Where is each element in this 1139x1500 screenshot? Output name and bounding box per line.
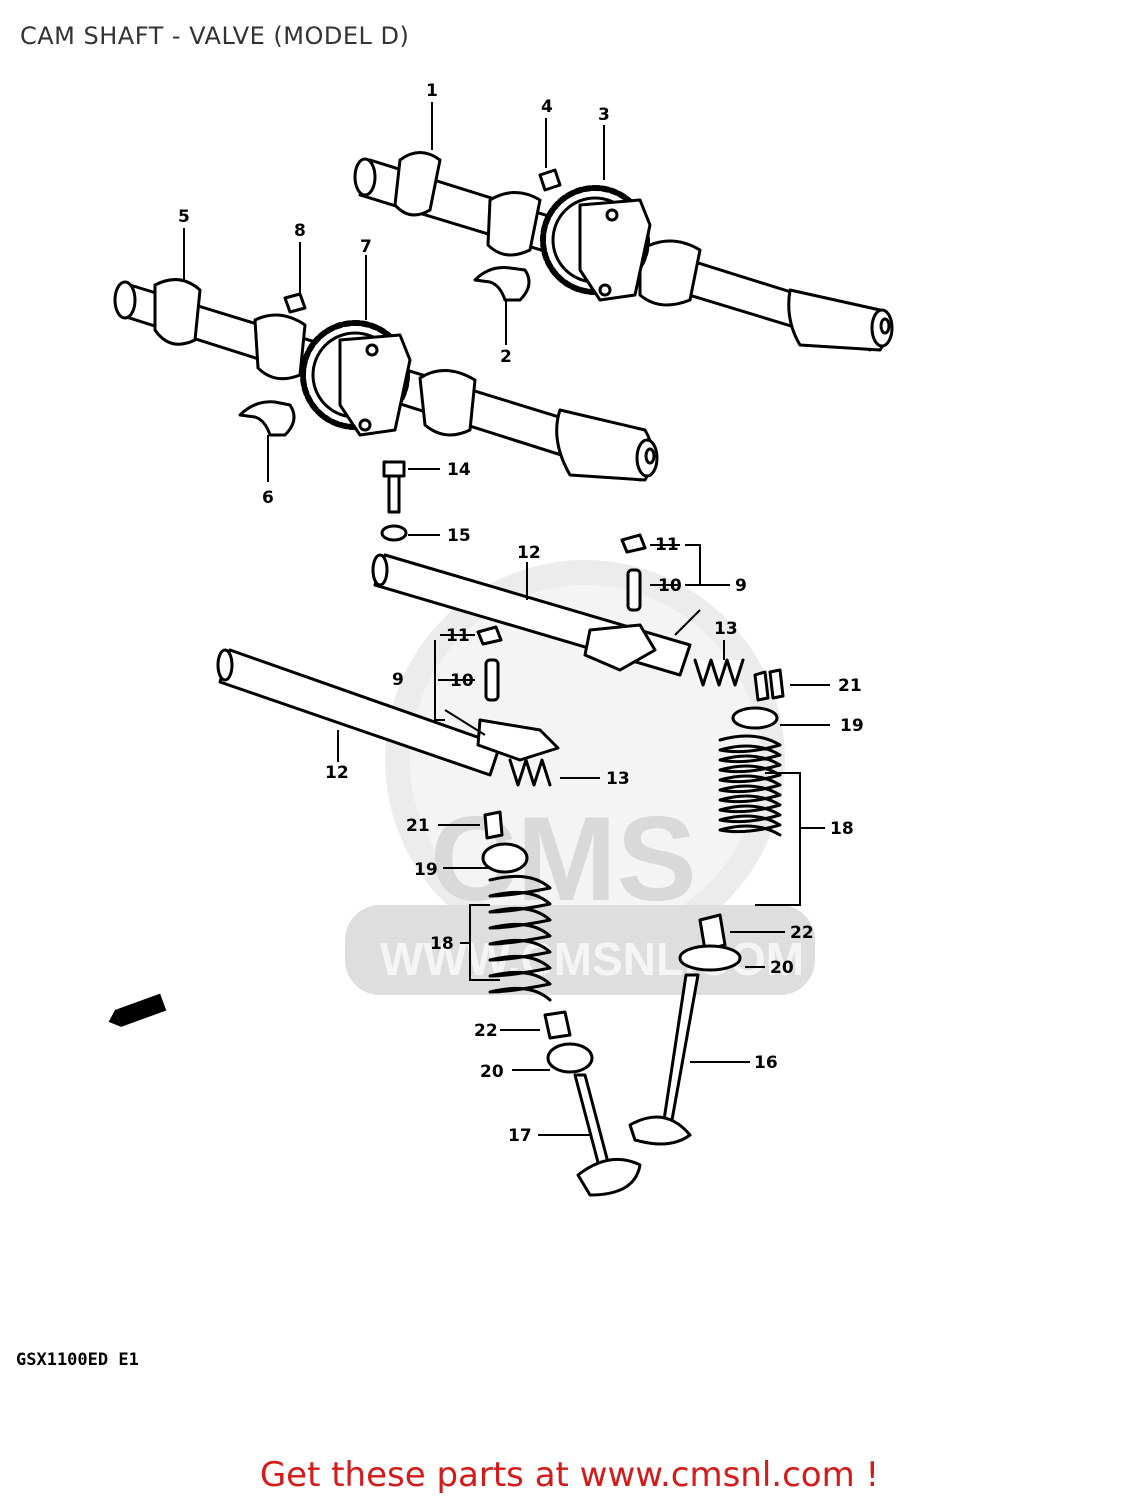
bolt-8: [283, 292, 307, 314]
adjuster-screw-upper: [626, 568, 642, 612]
callout-19-left: 19: [414, 860, 438, 880]
callout-16: 16: [754, 1053, 778, 1073]
spring-retainer-right: [731, 706, 779, 730]
callout-18-left: 18: [430, 934, 454, 954]
watermark-brand: CMS: [430, 792, 697, 926]
rocker-shaft-upper: [371, 553, 692, 677]
valve-spring-left: [488, 874, 552, 1002]
callout-9-lower: 9: [392, 670, 404, 690]
callout-5: 5: [178, 207, 190, 227]
callout-2: 2: [500, 347, 512, 367]
callout-10-lower: 10: [450, 671, 474, 691]
locknut-upper: [620, 533, 647, 554]
leader-lines: [183, 102, 830, 1136]
cam-sprocket-lower: [300, 320, 412, 437]
valve-cotter-right: [753, 668, 785, 702]
callout-8: 8: [294, 221, 306, 241]
callout-21-right: 21: [838, 676, 862, 696]
valve-16: [628, 973, 700, 1146]
callout-12-lower: 12: [325, 763, 349, 783]
callout-9-upper: 9: [735, 576, 747, 596]
valve-spring-right: [718, 734, 782, 837]
valve-cotter-left: [483, 810, 504, 840]
callout-6: 6: [262, 488, 274, 508]
clamp-2: [473, 266, 531, 302]
callout-15: 15: [447, 526, 471, 546]
cam-sprocket-upper: [540, 185, 652, 302]
callout-1: 1: [426, 81, 438, 101]
callout-17: 17: [508, 1126, 532, 1146]
callout-20-left: 20: [480, 1062, 504, 1082]
callout-13-lower: 13: [606, 769, 630, 789]
cta-banner: Get these parts at www.cmsnl.com !: [0, 1455, 1139, 1495]
rocker-shaft-lower: [216, 648, 560, 777]
locknut-lower: [476, 625, 503, 646]
callout-3: 3: [598, 105, 610, 125]
front-arrow-icon: [108, 993, 167, 1027]
callout-labels: 1 2 3 4 5 6 7 8 9 9 10 10 11 11 12 12 13…: [178, 81, 864, 1146]
callout-18-right: 18: [830, 819, 854, 839]
callout-7: 7: [360, 237, 372, 257]
page-title: CAM SHAFT - VALVE (MODEL D): [20, 22, 410, 50]
valve-seal-right: [698, 913, 727, 952]
rocker-spring-lower: [508, 758, 552, 787]
valve-seal-left: [543, 1010, 572, 1040]
model-code: GSX1100ED E1: [16, 1350, 139, 1370]
callout-20-right: 20: [770, 958, 794, 978]
callout-10-upper: 10: [658, 576, 682, 596]
callout-11-upper: 11: [655, 535, 679, 555]
bolt-14: [382, 460, 406, 514]
spring-seat-left: [546, 1042, 594, 1074]
callout-14: 14: [447, 460, 471, 480]
washer-15: [380, 524, 408, 542]
callout-22-left: 22: [474, 1021, 498, 1041]
callout-11-lower: 11: [446, 626, 470, 646]
adjuster-screw-lower: [484, 658, 500, 702]
rocker-spring-upper: [693, 658, 745, 687]
cta-link[interactable]: Get these parts at www.cmsnl.com !: [259, 1455, 880, 1495]
bolt-4: [538, 168, 562, 192]
valve-17: [573, 1073, 642, 1197]
callout-4: 4: [541, 97, 553, 117]
clamp-6: [238, 400, 296, 437]
spring-retainer-left: [481, 842, 529, 874]
spring-seat-right: [678, 944, 742, 972]
callout-19-right: 19: [840, 716, 864, 736]
callout-22-right: 22: [790, 923, 814, 943]
callout-12-upper: 12: [517, 543, 541, 563]
callout-21-left: 21: [406, 816, 430, 836]
callout-13-upper: 13: [714, 619, 738, 639]
